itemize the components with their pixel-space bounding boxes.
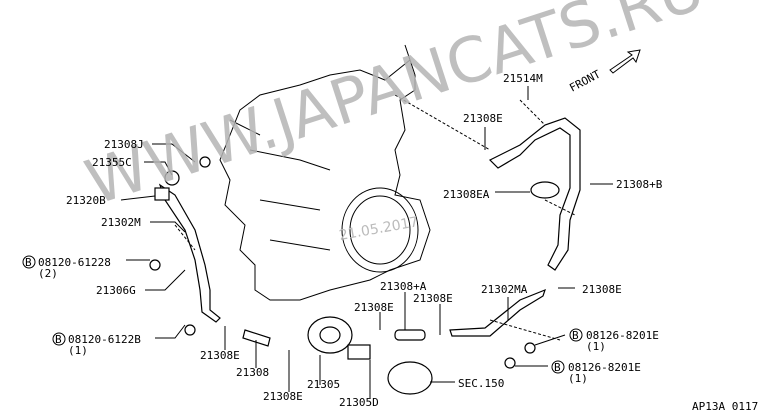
label-21302M: 21302M	[101, 216, 141, 229]
label-bolt-08126-8201E: 08126-8201E	[568, 361, 641, 374]
label-21308E: 21308E	[463, 112, 503, 125]
engine-block-drawing	[219, 44, 431, 301]
label-21308J: 21308J	[104, 138, 144, 151]
bolt-marker: B	[554, 361, 561, 374]
diagram-code: AP13A 0117	[692, 400, 758, 411]
front-arrow-icon	[609, 49, 641, 74]
date-stamp: 21.05.2017	[338, 214, 420, 244]
label-bolt3-qty: (1)	[586, 340, 606, 353]
label-21308E: 21308E	[200, 349, 240, 362]
label-21308E: 21308E	[582, 283, 622, 296]
label-21308E: 21308E	[413, 292, 453, 305]
label-bolt2-qty: (1)	[68, 344, 88, 357]
leader-lines	[120, 86, 613, 398]
bolt-marker: B	[572, 329, 579, 342]
label-bolt-08126-8201E: 08126-8201E	[586, 329, 659, 342]
label-21308: 21308	[236, 366, 269, 379]
label-21302MA: 21302MA	[481, 283, 528, 296]
part-labels: 21308J 21355C 21320B 21302M B 08120-6122…	[22, 72, 758, 411]
label-bolt-08120-61228: 08120-61228	[38, 256, 111, 269]
oil-cooler-hoses	[149, 94, 581, 395]
label-21308E: 21308E	[354, 301, 394, 314]
label-bolt1-qty: (2)	[38, 267, 58, 280]
label-21308EA: 21308EA	[443, 188, 490, 201]
bolt-marker: B	[25, 256, 32, 269]
label-21305D: 21305D	[339, 396, 379, 409]
label-21514M: 21514M	[503, 72, 543, 85]
label-bolt-08120-6122B: 08120-6122B	[68, 333, 141, 346]
label-21305: 21305	[307, 378, 340, 391]
label-sec-150: SEC.150	[458, 377, 504, 390]
label-21320B: 21320B	[66, 194, 106, 207]
label-21355C: 21355C	[92, 156, 132, 169]
label-21308-A: 21308+A	[380, 280, 427, 293]
front-label: FRONT	[567, 67, 603, 94]
label-bolt4-qty: (1)	[568, 372, 588, 385]
bolt-marker: B	[55, 333, 62, 346]
label-21306G: 21306G	[96, 284, 136, 297]
label-21308E: 21308E	[263, 390, 303, 403]
label-21308-B: 21308+B	[616, 178, 663, 191]
